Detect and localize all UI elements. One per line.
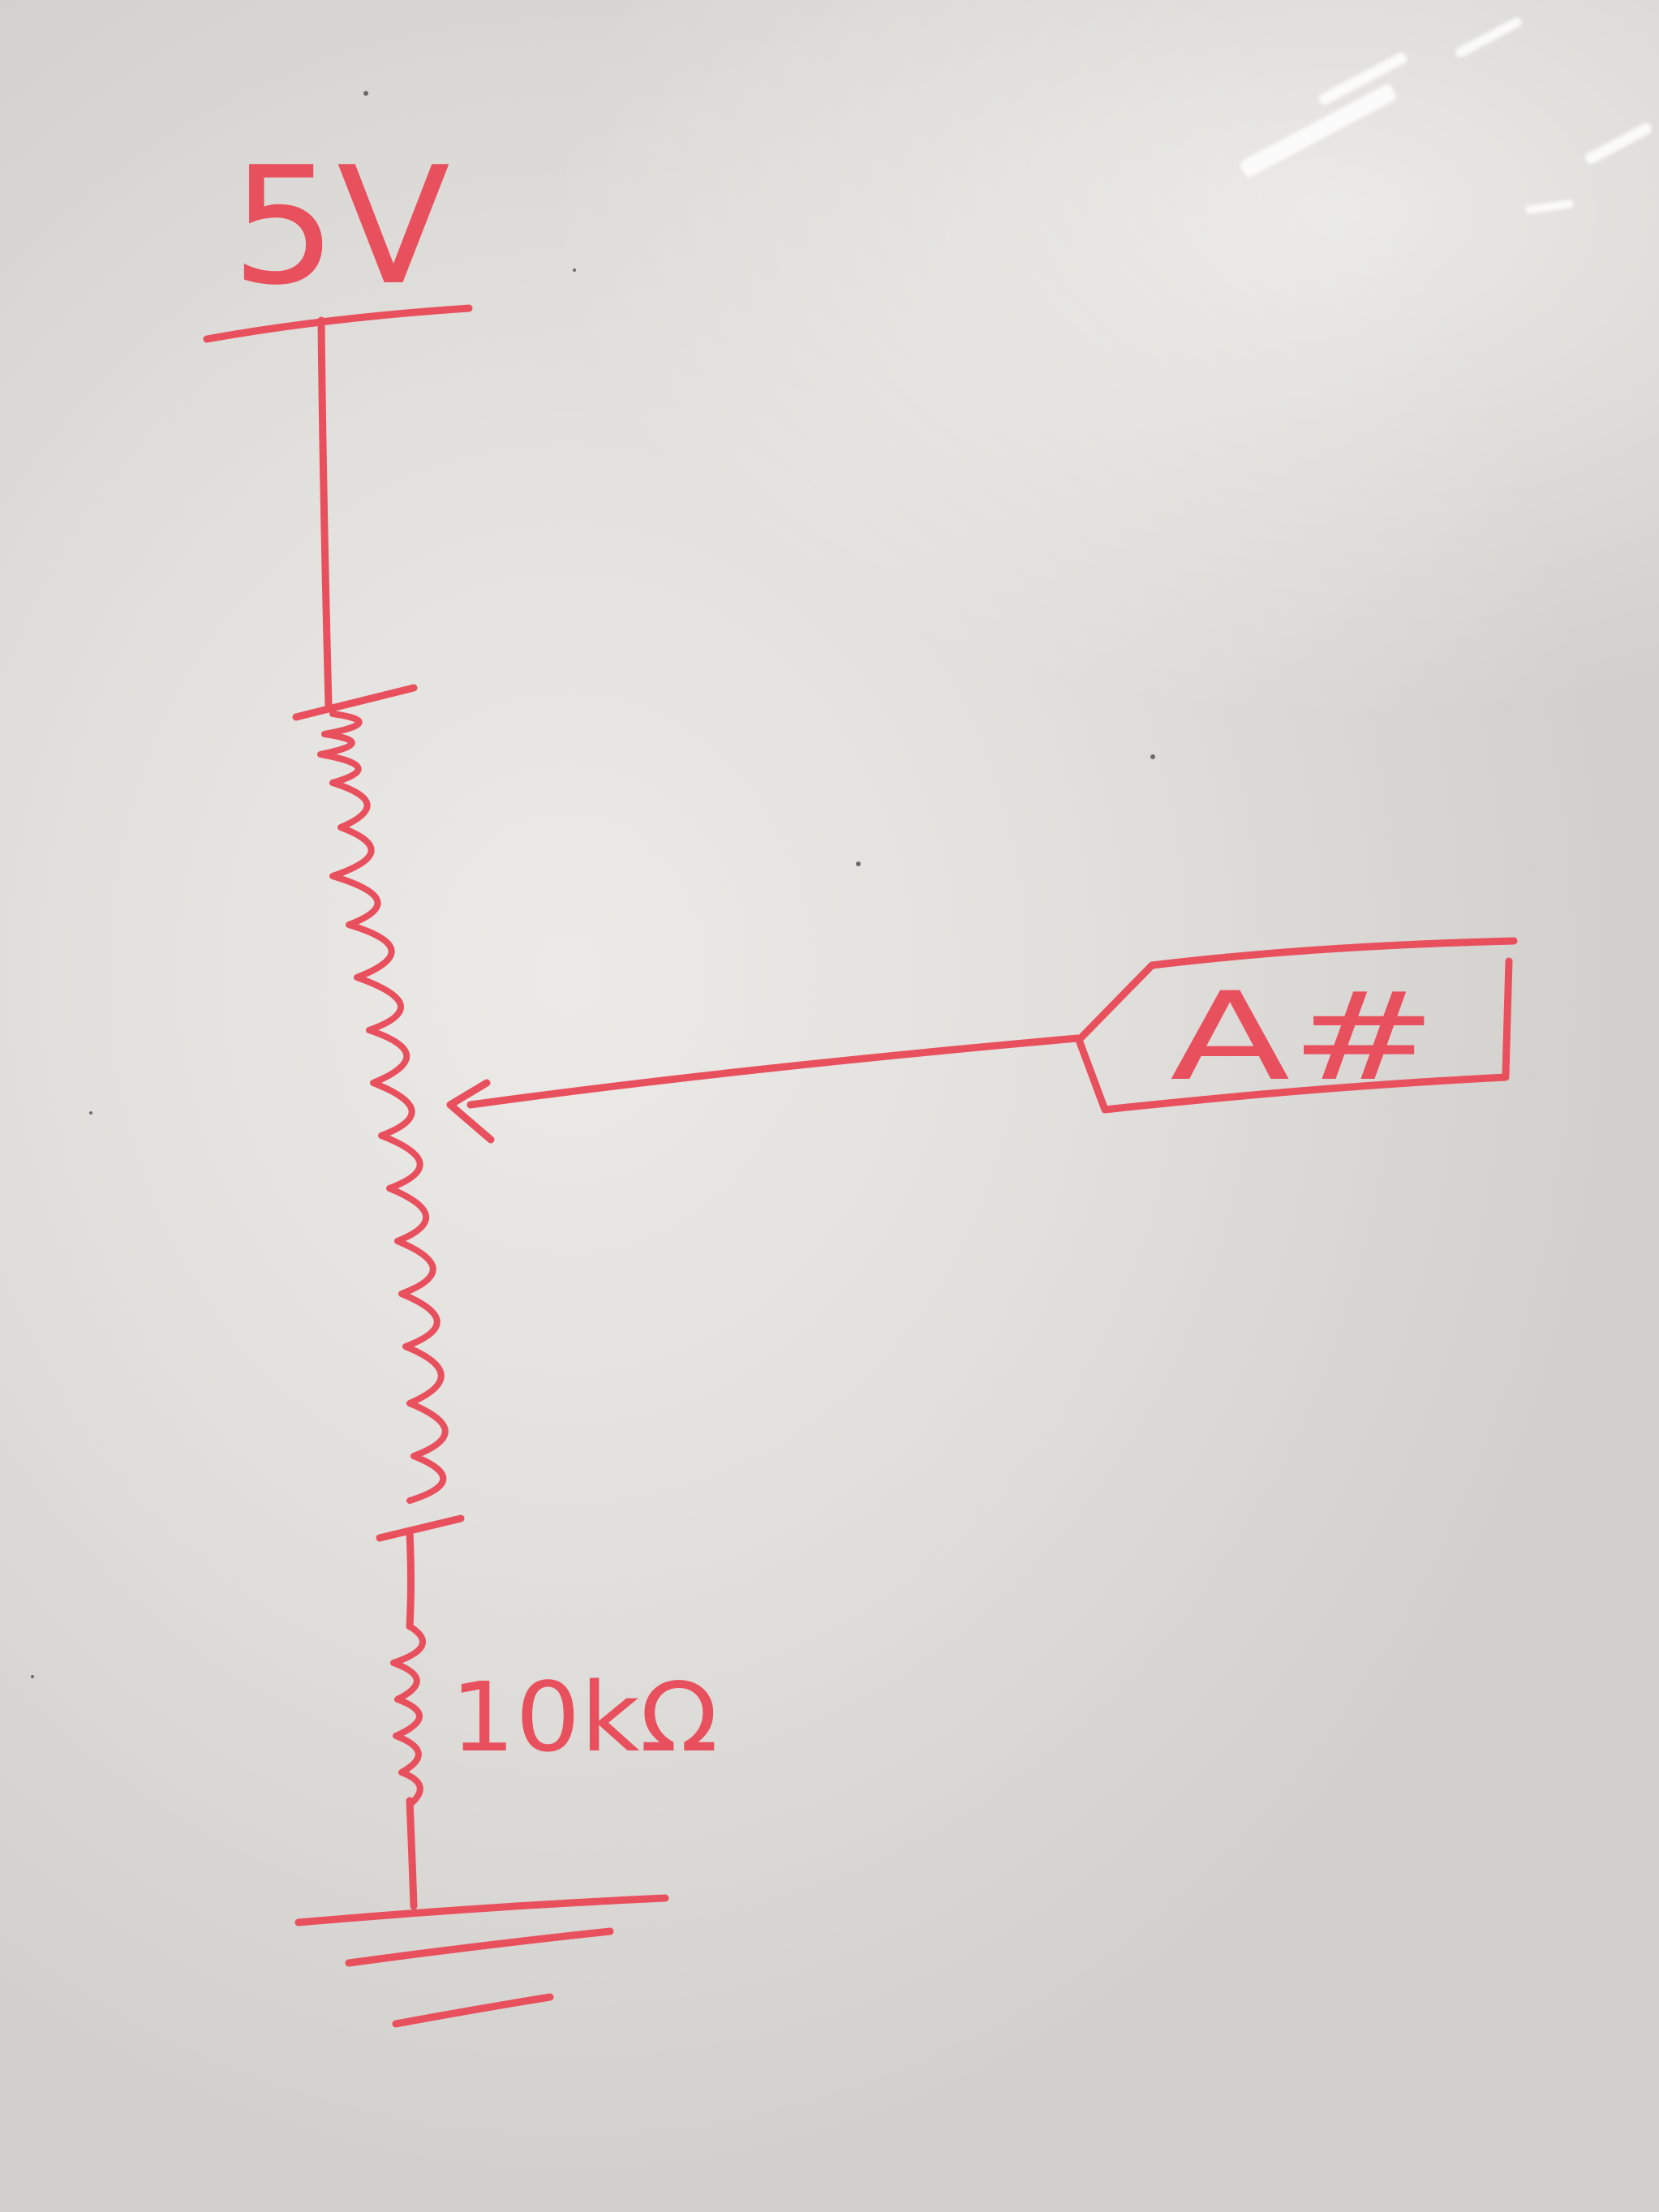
fixed-resistor-label: 10kΩ	[450, 1661, 718, 1773]
potentiometer-body	[317, 711, 449, 1504]
wiper-line	[466, 1034, 1081, 1109]
ground-wire	[406, 1797, 418, 1910]
supply-label: 5V	[231, 132, 450, 321]
board-speck	[856, 861, 861, 866]
supply-rail	[203, 304, 473, 343]
supply-wire	[317, 316, 333, 710]
board-speck	[363, 91, 368, 96]
output-port-tag-end	[1502, 957, 1513, 1079]
board-speck	[31, 1675, 34, 1678]
wiper-arrowhead	[446, 1079, 495, 1144]
board-speck	[1150, 754, 1155, 759]
output-port-tag	[1075, 937, 1518, 1114]
ground-line-2	[345, 1927, 614, 1967]
fixed-resistor	[390, 1623, 426, 1808]
pot-bottom-terminal	[376, 1514, 465, 1542]
ground-line-1	[294, 1894, 669, 1926]
output-label: A#	[1170, 967, 1438, 1108]
board-speck	[573, 268, 576, 272]
ground-line-3	[392, 1993, 554, 2028]
pot-top-terminal	[292, 684, 418, 721]
pot-to-resistor-wire	[406, 1529, 415, 1630]
board-speck	[89, 1111, 92, 1115]
